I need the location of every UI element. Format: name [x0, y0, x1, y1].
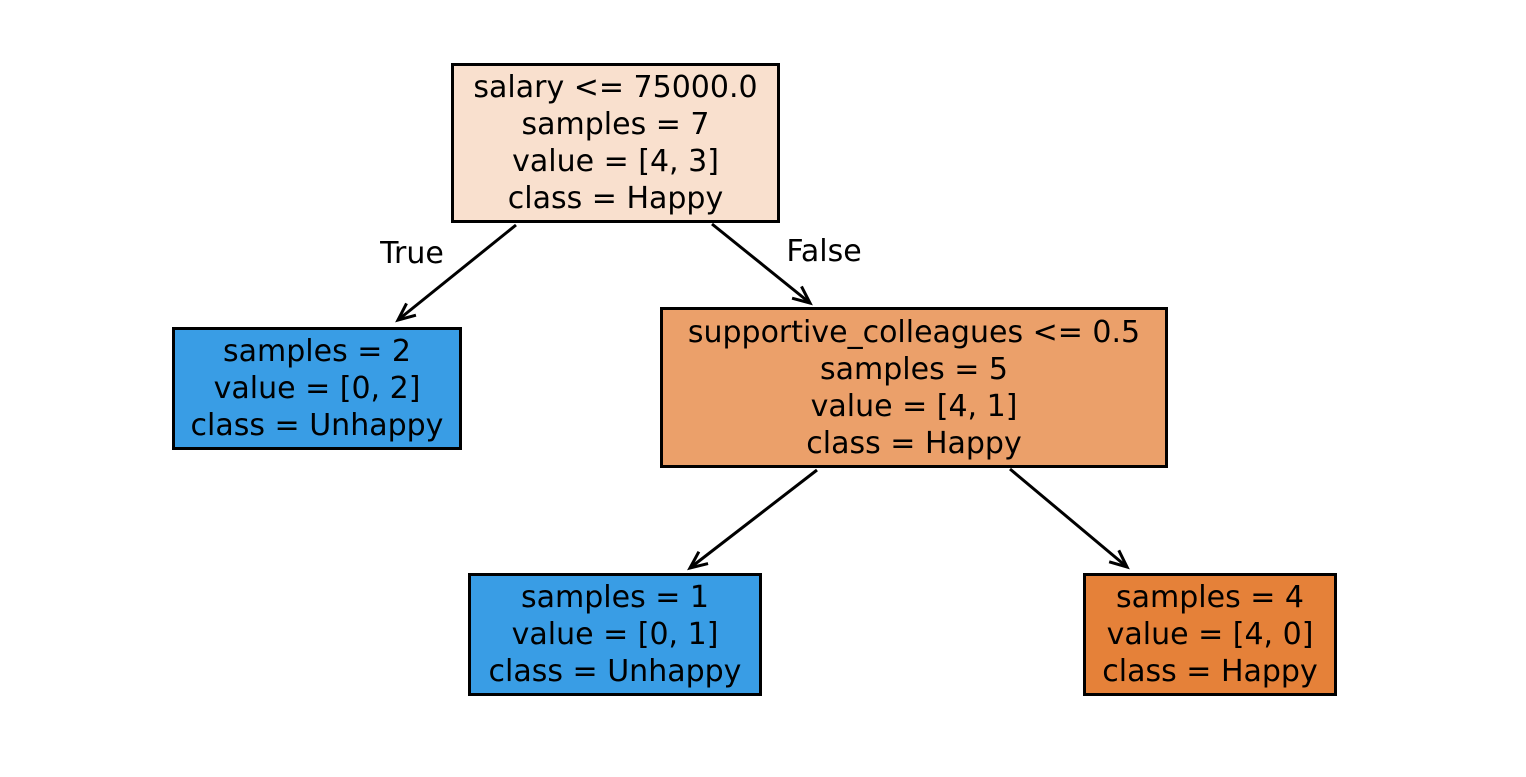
- edge-label-false: False: [786, 234, 862, 269]
- node-class: class = Happy: [806, 425, 1022, 461]
- node-value: value = [0, 1]: [511, 617, 719, 652]
- node-value: value = [0, 2]: [213, 371, 421, 406]
- node-split-condition: salary <= 75000.0: [473, 70, 758, 105]
- tree-node-left-leaf: samples = 2 value = [0, 2] class = Unhap…: [172, 327, 462, 450]
- node-value: value = [4, 1]: [810, 388, 1018, 424]
- node-class: class = Happy: [1102, 654, 1318, 689]
- node-samples: samples = 1: [521, 580, 709, 615]
- node-value: value = [4, 0]: [1106, 617, 1314, 652]
- node-split-condition: supportive_colleagues <= 0.5: [687, 314, 1141, 350]
- node-class: class = Happy: [507, 181, 724, 216]
- edge-split-to-rl-leaf: [687, 468, 818, 571]
- node-class: class = Unhappy: [488, 654, 742, 689]
- tree-node-right-split: supportive_colleagues <= 0.5 samples = 5…: [660, 307, 1168, 468]
- node-samples: samples = 4: [1116, 580, 1304, 615]
- tree-node-right-right-leaf: samples = 4 value = [4, 0] class = Happy: [1083, 573, 1337, 696]
- tree-node-root: salary <= 75000.0 samples = 7 value = [4…: [451, 63, 780, 223]
- node-samples: samples = 2: [223, 334, 411, 369]
- edge-label-true: True: [380, 236, 444, 271]
- node-samples: samples = 7: [521, 107, 710, 142]
- edge-split-to-rr-leaf: [1009, 467, 1130, 570]
- node-samples: samples = 5: [820, 351, 1008, 387]
- tree-node-right-left-leaf: samples = 1 value = [0, 1] class = Unhap…: [468, 573, 762, 696]
- node-value: value = [4, 3]: [512, 144, 719, 179]
- node-class: class = Unhappy: [190, 408, 444, 443]
